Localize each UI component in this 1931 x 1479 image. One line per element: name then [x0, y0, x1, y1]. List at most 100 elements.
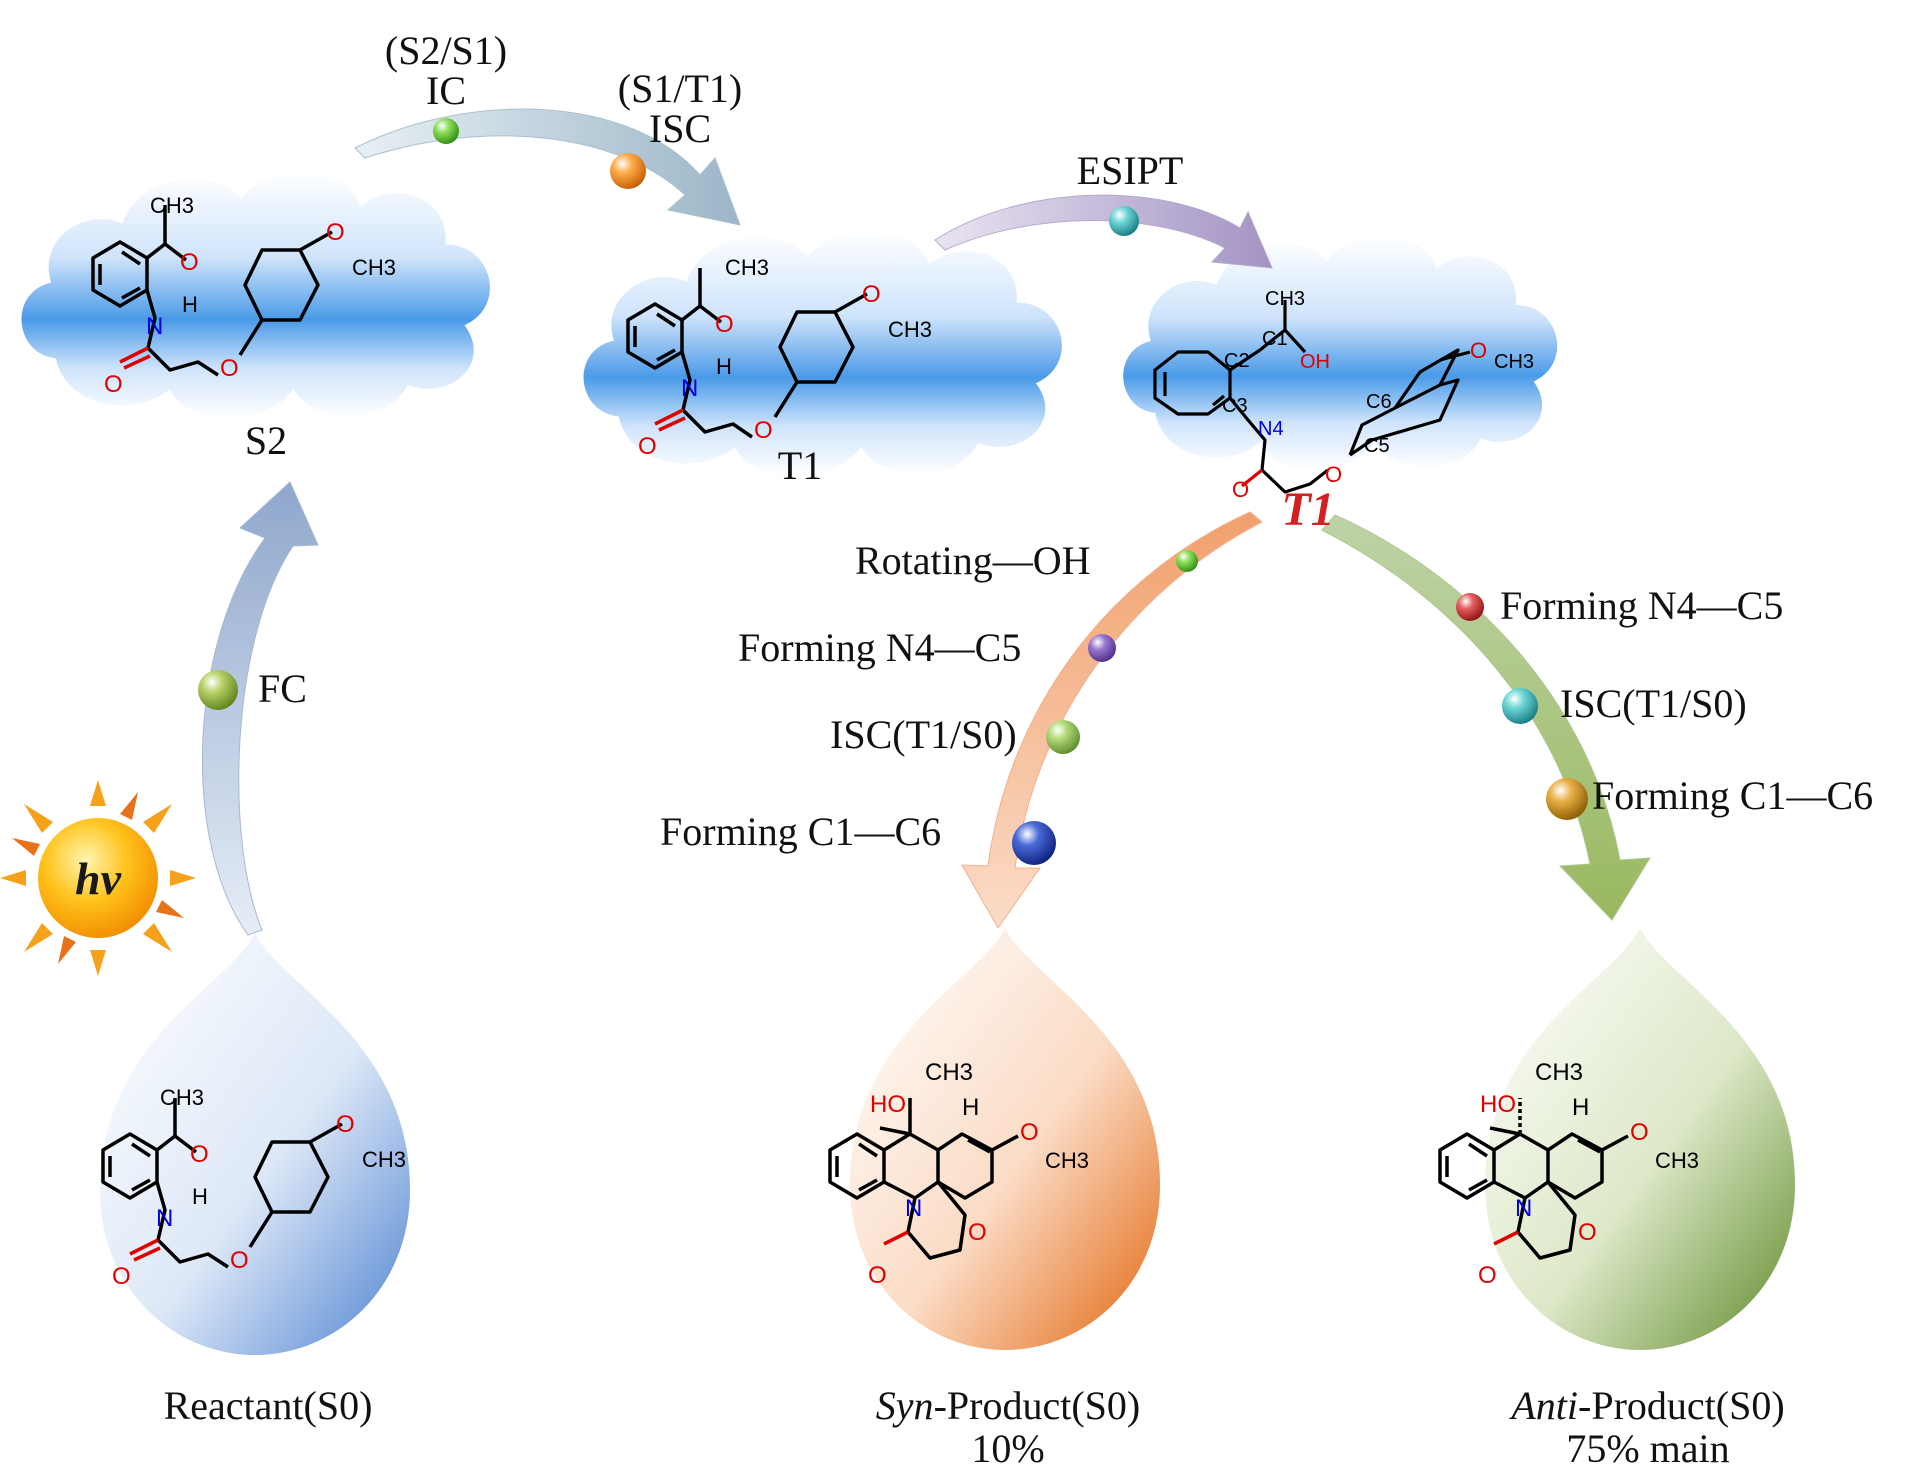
label-syn-isc: ISC(T1/S0)	[830, 712, 1017, 757]
drop-reactant	[100, 933, 410, 1355]
syn-h: H	[962, 1094, 979, 1121]
bead-syn-n4c5	[1088, 634, 1116, 662]
t1e-o-methoxy: O	[1470, 338, 1487, 363]
reactant-n: N	[156, 1205, 173, 1232]
label-s2s1-state: (S2/S1)	[384, 28, 508, 73]
t1e-n4: N4	[1258, 418, 1284, 440]
drop-syn-product	[850, 928, 1160, 1350]
label-esipt: ESIPT	[1076, 148, 1184, 193]
anti-ho: HO	[1480, 1091, 1516, 1118]
molecule-t1-isc	[626, 268, 868, 439]
t1isc-n: N	[681, 375, 698, 402]
s2-ch3-methoxy: CH3	[352, 255, 396, 280]
arrow-esipt	[934, 194, 1273, 269]
bead-syn-c1c6	[1012, 821, 1056, 865]
reactant-o-methoxy: O	[336, 1111, 355, 1138]
anti-ch3-top: CH3	[1535, 1059, 1583, 1086]
bead-fc	[198, 670, 238, 710]
label-isc-top: ISC	[648, 106, 712, 151]
syn-n: N	[905, 1195, 922, 1222]
t1e-c1: C1	[1262, 328, 1288, 350]
syn-ch3-top: CH3	[925, 1059, 973, 1086]
reactant-o-ether: O	[230, 1247, 249, 1274]
t1e-oh: OH	[1300, 351, 1330, 373]
anti-h: H	[1572, 1094, 1589, 1121]
t1e-ch3-methoxy: CH3	[1494, 351, 1534, 373]
drop-anti-product	[1485, 928, 1795, 1350]
label-s2: S2	[244, 418, 288, 463]
anti-ch3-methoxy: CH3	[1655, 1148, 1699, 1173]
label-anti-italic: Anti	[1511, 1383, 1579, 1428]
label-syn-italic: Syn	[875, 1383, 934, 1428]
syn-o-ring: O	[968, 1219, 987, 1246]
s2-ch3: CH3	[150, 193, 194, 218]
s2-n: N	[146, 313, 163, 340]
bead-anti-isc	[1502, 688, 1538, 724]
t1e-c6: C6	[1366, 391, 1392, 413]
molecule-syn-product	[828, 1098, 1019, 1260]
arrow-fc	[201, 481, 319, 936]
bead-anti-n4c5	[1456, 593, 1484, 621]
label-syn-forming-c1c6: Forming C1—C6	[660, 809, 942, 854]
t1isc-o-carbonyl: O	[715, 311, 734, 338]
arrow-syn	[961, 511, 1263, 929]
t1isc-o-amide: O	[638, 433, 657, 460]
t1e-c2: C2	[1224, 350, 1250, 372]
anti-o-carbonyl: O	[1478, 1262, 1497, 1289]
label-s1t1-state: (S1/T1)	[617, 66, 743, 111]
reactant-ch3-methoxy: CH3	[362, 1147, 406, 1172]
bead-ic	[433, 118, 459, 144]
label-fc: FC	[258, 666, 307, 711]
molecule-anti-product	[1438, 1098, 1629, 1260]
t1e-ch3: CH3	[1265, 288, 1305, 310]
sun-icon: hv	[0, 780, 196, 976]
t1isc-ch3-methoxy: CH3	[888, 317, 932, 342]
s2-h: H	[182, 292, 198, 317]
label-syn-product: Syn-Product(S0)	[876, 1385, 1140, 1427]
molecule-s2	[91, 205, 333, 377]
anti-o-methoxy: O	[1630, 1119, 1649, 1146]
reactant-o-carbonyl: O	[190, 1141, 209, 1168]
syn-o-methoxy: O	[1020, 1119, 1039, 1146]
bead-anti-c1c6	[1546, 778, 1588, 820]
s2-o-ether: O	[220, 355, 239, 382]
label-syn-rest: -Product(S0)	[933, 1383, 1141, 1428]
label-anti-rest: -Product(S0)	[1578, 1383, 1785, 1428]
t1e-c3: C3	[1222, 395, 1248, 417]
label-ic: IC	[426, 68, 466, 113]
bead-rot-oh	[1176, 550, 1198, 572]
hv-label: hv	[75, 853, 122, 904]
reactant-o-amide: O	[112, 1263, 131, 1290]
label-syn-forming-n4c5: Forming N4—C5	[738, 625, 1022, 670]
bead-syn-isc	[1046, 720, 1080, 754]
t1isc-h: H	[716, 354, 732, 379]
t1e-o-ether: O	[1325, 462, 1342, 487]
bead-isc-top	[610, 153, 646, 189]
label-t1-big: T1	[1281, 483, 1335, 536]
label-anti-forming-n4c5: Forming N4—C5	[1500, 583, 1784, 628]
syn-ho: HO	[870, 1091, 906, 1118]
s2-o-methoxy: O	[326, 219, 345, 246]
t1isc-o-ether: O	[754, 417, 773, 444]
label-rotating-oh: Rotating—OH	[855, 538, 1091, 583]
label-anti-isc: ISC(T1/S0)	[1560, 681, 1747, 726]
cloud-s2	[21, 171, 490, 418]
t1isc-o-methoxy: O	[862, 281, 881, 308]
label-anti-forming-c1c6: Forming C1—C6	[1592, 773, 1874, 818]
molecule-t1-esipt	[1153, 300, 1471, 494]
syn-ch3-methoxy: CH3	[1045, 1148, 1089, 1173]
molecule-reactant	[101, 1098, 343, 1269]
label-anti-product: Anti-Product(S0)	[1511, 1385, 1784, 1427]
anti-n: N	[1515, 1195, 1532, 1222]
s2-o-amide: O	[104, 371, 123, 398]
t1e-c5: C5	[1364, 435, 1390, 457]
bead-esipt	[1109, 206, 1139, 236]
t1e-o-amide: O	[1232, 477, 1249, 502]
label-t1-small: T1	[777, 443, 823, 488]
s2-o-carbonyl: O	[180, 249, 199, 276]
anti-o-ring: O	[1578, 1219, 1597, 1246]
reactant-h: H	[192, 1184, 208, 1209]
t1isc-ch3: CH3	[725, 255, 769, 280]
label-reactant: Reactant(S0)	[163, 1383, 373, 1428]
